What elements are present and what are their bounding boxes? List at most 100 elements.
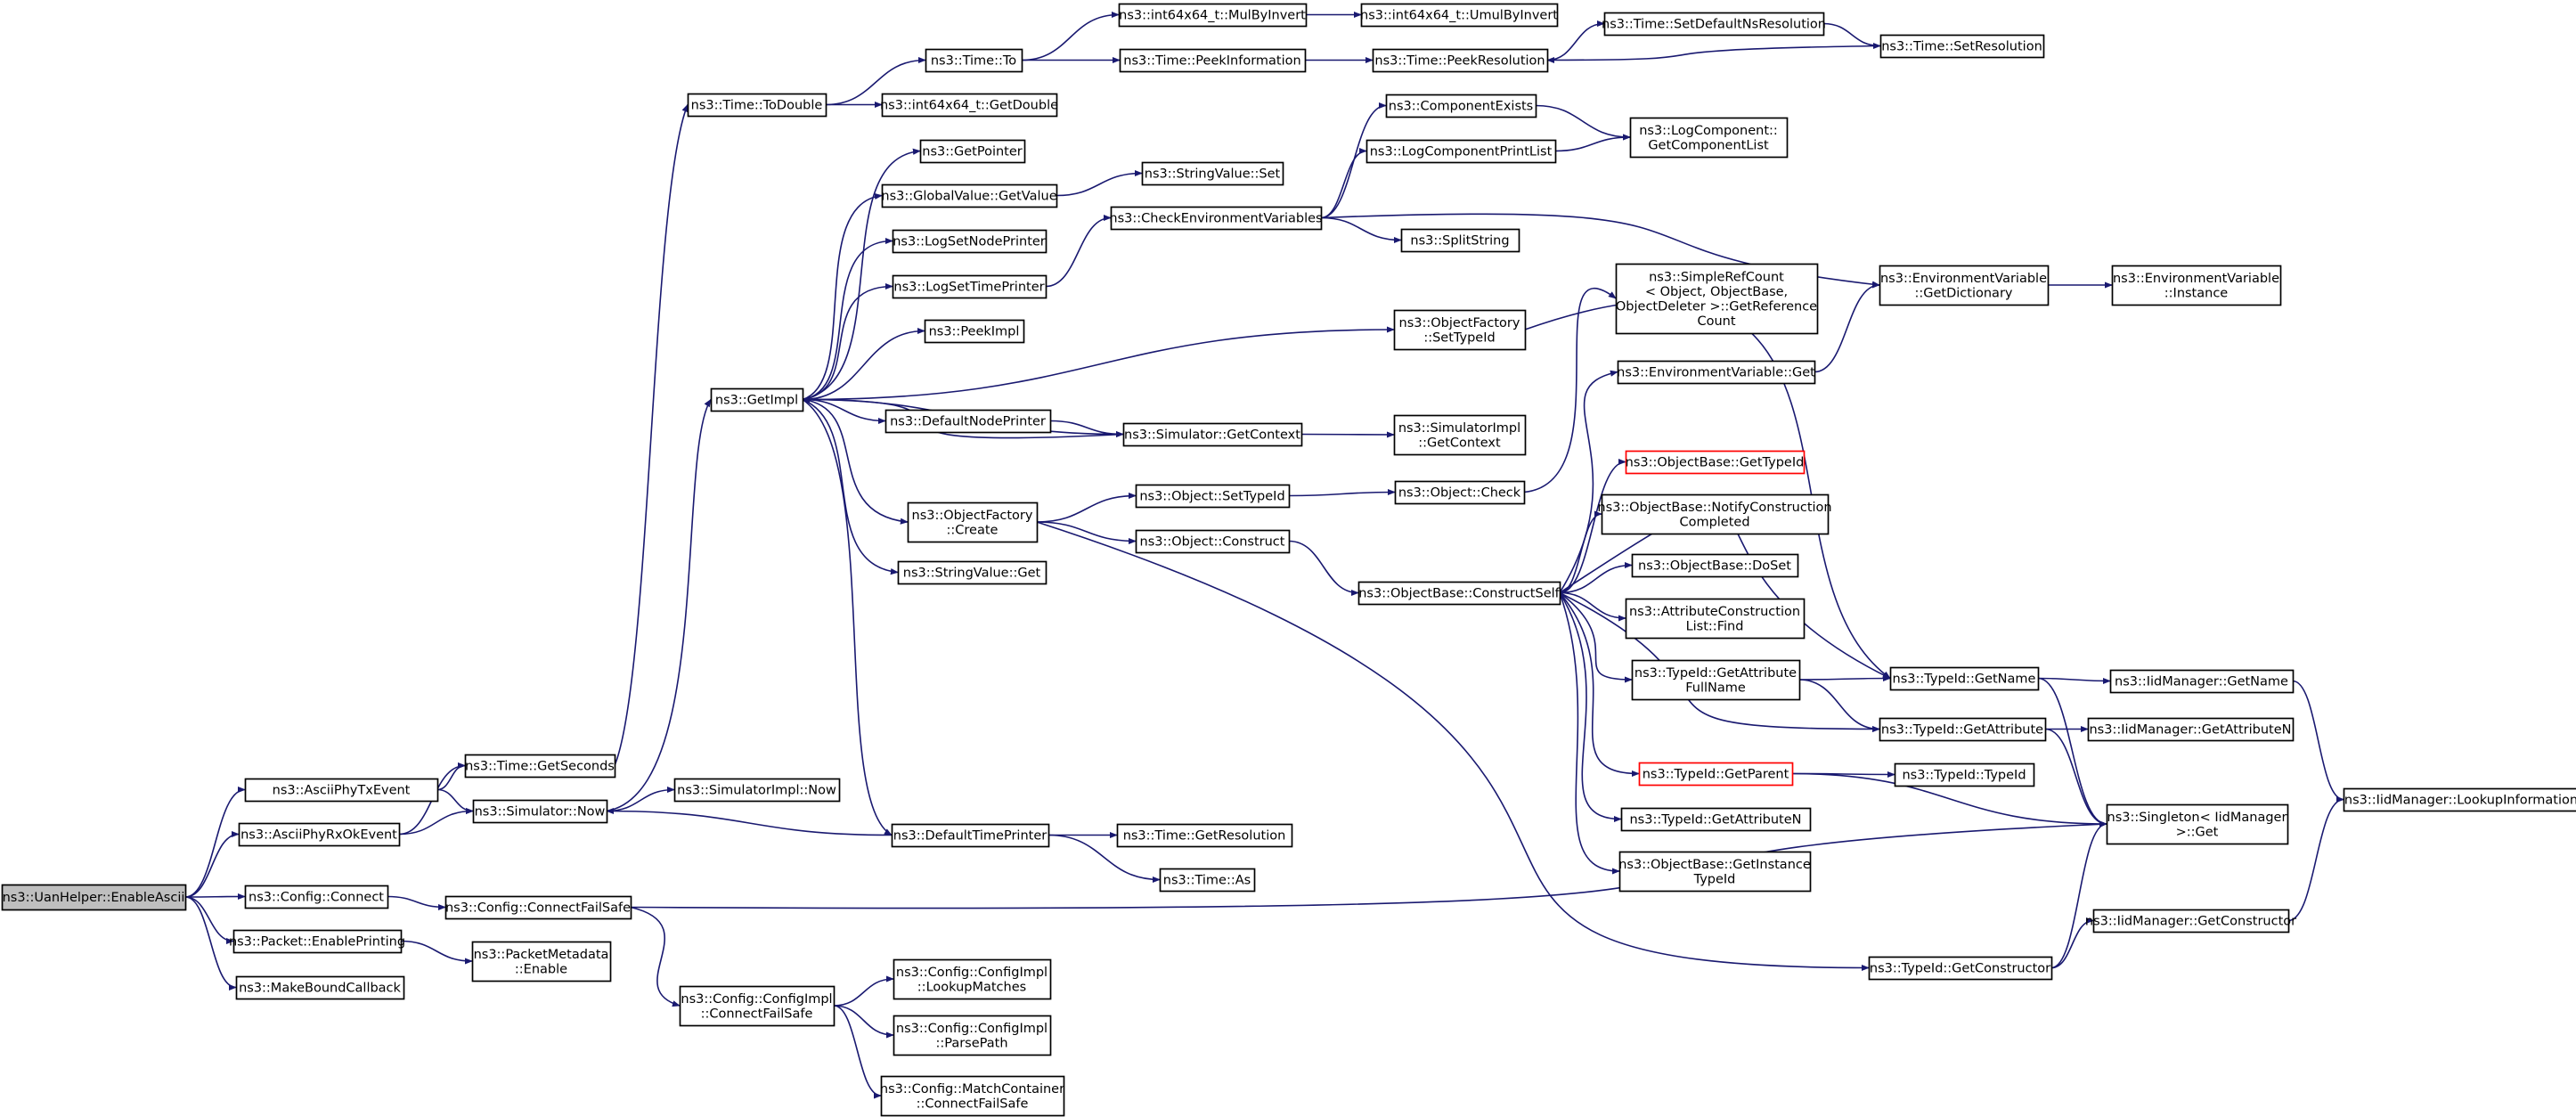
node-timegetres[interactable]: ns3::Time::GetResolution (1116, 823, 1293, 848)
node-txevent[interactable]: ns3::AsciiPhyTxEvent (244, 778, 439, 803)
node-simimplnow[interactable]: ns3::SimulatorImpl::Now (673, 778, 841, 803)
node-box (232, 929, 403, 954)
node-evgetdict[interactable]: ns3::EnvironmentVariable::GetDictionary (1879, 265, 2050, 306)
edge-iidgetname-to-iidlookup (2292, 680, 2344, 803)
node-mccfs[interactable]: ns3::Config::MatchContainer::ConnectFail… (880, 1075, 1065, 1117)
node-cfgconnect[interactable]: ns3::Config::Connect (244, 885, 389, 909)
node-objconstruct[interactable]: ns3::Object::Construct (1135, 529, 1291, 554)
node-label: ns3::ObjectBase::DoSet (1638, 559, 1791, 574)
node-obconstructself[interactable]: ns3::ObjectBase::ConstructSelf (1357, 581, 1561, 606)
node-getimpl[interactable]: ns3::GetImpl (710, 387, 804, 412)
edge-getimpl-to-gvgetvalue (802, 192, 883, 401)
node-box (244, 778, 439, 803)
node-pmenable[interactable]: ns3::PacketMetadata::Enable (471, 941, 612, 982)
node-obgettid[interactable]: ns3::ObjectBase::GetTypeId (1625, 450, 1806, 475)
node-cev[interactable]: ns3::CheckEnvironmentVariables (1109, 206, 1323, 231)
node-cfs[interactable]: ns3::Config::ConnectFailSafe (444, 895, 632, 920)
node-srcgrc[interactable]: ns3::SimpleRefCount< Object, ObjectBase,… (1615, 263, 1819, 335)
node-lcpl[interactable]: ns3::LogComponentPrintList (1365, 139, 1557, 164)
node-box (444, 895, 632, 920)
node-label: ns3::Simulator::GetContext (1124, 428, 1300, 443)
node-evinstance[interactable]: ns3::EnvironmentVariable::Instance (2111, 265, 2282, 306)
node-root[interactable]: ns3::UanHelper::EnableAscii (1, 884, 187, 911)
edge-ofcreate-to-tidgetctor (1036, 521, 1870, 972)
node-ofcreate[interactable]: ns3::ObjectFactory::Create (907, 501, 1039, 543)
node-tidgetparent[interactable]: ns3::TypeId::GetParent (1638, 762, 1794, 787)
node-gvgetvalue[interactable]: ns3::GlobalValue::GetValue (881, 183, 1058, 208)
node-lookupm[interactable]: ns3::Config::ConfigImpl::LookupMatches (893, 958, 1052, 1000)
node-tidgetname[interactable]: ns3::TypeId::GetName (1889, 666, 2040, 691)
node-splitstring[interactable]: ns3::SplitString (1400, 228, 1520, 253)
node-label: ns3::SimulatorImpl (1398, 421, 1520, 436)
edge-txevent-to-simnow (436, 788, 474, 815)
node-svset[interactable]: ns3::StringValue::Set (1141, 161, 1284, 186)
node-ofsettid[interactable]: ns3::ObjectFactory::SetTypeId (1393, 309, 1527, 351)
edge-compexists-to-lcgcl (1535, 104, 1631, 141)
node-obdoset[interactable]: ns3::ObjectBase::DoSet (1631, 553, 1799, 578)
node-tidtid[interactable]: ns3::TypeId::TypeId (1894, 762, 2035, 787)
node-singget[interactable]: ns3::Singleton< IidManager>::Get (2106, 803, 2289, 845)
node-iidgetname[interactable]: ns3::IidManager::GetName (2109, 669, 2295, 694)
node-getdouble[interactable]: ns3::int64x64_t::GetDouble (880, 93, 1058, 118)
node-svget[interactable]: ns3::StringValue::Get (897, 560, 1048, 585)
edge-obconstructself-to-obdoset (1559, 561, 1633, 594)
edge-obconstructself-to-aclfind (1559, 591, 1626, 622)
node-evget[interactable]: ns3::EnvironmentVariable::Get (1617, 360, 1816, 385)
node-getpointer[interactable]: ns3::GetPointer (919, 139, 1026, 164)
node-simimplctx[interactable]: ns3::SimulatorImpl::GetContext (1393, 414, 1527, 456)
edge-obconstructself-to-tidgafn (1559, 591, 1633, 683)
edge-getimpl-to-ofsettid (802, 326, 1395, 401)
node-simnow[interactable]: ns3::Simulator::Now (472, 799, 608, 824)
node-label: ::Instance (2164, 286, 2229, 300)
node-objcheck[interactable]: ns3::Object::Check (1394, 480, 1526, 505)
node-cicfs[interactable]: ns3::Config::ConfigImpl::ConnectFailSafe (679, 985, 836, 1027)
node-timeas[interactable]: ns3::Time::As (1159, 868, 1256, 893)
node-umulbyinv[interactable]: ns3::int64x64_t::UmulByInvert (1360, 3, 1559, 28)
node-todouble[interactable]: ns3::Time::ToDouble (687, 93, 827, 118)
edge-rxok-to-simnow (398, 807, 474, 836)
node-dnp[interactable]: ns3::DefaultNodePrinter (884, 409, 1052, 434)
node-iidgetctor[interactable]: ns3::IidManager::GetConstructor (2085, 909, 2296, 934)
node-dtp[interactable]: ns3::DefaultTimePrinter (891, 823, 1050, 848)
node-enprint[interactable]: ns3::Packet::EnablePrinting (229, 929, 405, 954)
node-obncc[interactable]: ns3::ObjectBase::NotifyConstructionCompl… (1597, 493, 1832, 535)
node-simgetctx[interactable]: ns3::Simulator::GetContext (1122, 422, 1303, 447)
node-label: ::ParsePath (935, 1036, 1007, 1050)
node-getsec[interactable]: ns3::Time::GetSeconds (464, 754, 616, 779)
node-parsepath[interactable]: ns3::Config::ConfigImpl::ParsePath (893, 1015, 1052, 1056)
node-setdefres[interactable]: ns3::Time::SetDefaultNsResolution (1602, 12, 1826, 37)
node-timesetres[interactable]: ns3::Time::SetResolution (1879, 34, 2045, 59)
edge-obconstructself-to-tidgetparent (1559, 591, 1640, 778)
node-label: ns3::TypeId::GetConstructor (1870, 962, 2050, 976)
node-mulbyinv[interactable]: ns3::int64x64_t::MulByInvert (1118, 3, 1308, 28)
node-compexists[interactable]: ns3::ComponentExists (1385, 94, 1537, 118)
node-label: ns3::ObjectBase::ConstructSelf (1358, 587, 1560, 601)
node-timeto[interactable]: ns3::Time::To (925, 48, 1023, 73)
node-tidgetctor[interactable]: ns3::TypeId::GetConstructor (1868, 956, 2053, 981)
node-mkcb[interactable]: ns3::MakeBoundCallback (235, 975, 405, 1000)
node-iidgetattrn[interactable]: ns3::IidManager::GetAttributeN (2087, 717, 2295, 742)
node-tidgetattr[interactable]: ns3::TypeId::GetAttribute (1879, 717, 2047, 742)
node-lstp[interactable]: ns3::LogSetTimePrinter (892, 274, 1048, 299)
node-label: ns3::Time::To (931, 54, 1016, 69)
edge-getimpl-to-peekimpl (802, 327, 925, 401)
node-objsettid[interactable]: ns3::Object::SetTypeId (1135, 484, 1291, 509)
node-lsnp[interactable]: ns3::LogSetNodePrinter (892, 229, 1048, 254)
node-lcgcl[interactable]: ns3::LogComponent::GetComponentList (1629, 117, 1789, 159)
node-label: ns3::ObjectFactory (1399, 316, 1520, 330)
node-box (1615, 263, 1819, 335)
node-iidlookup[interactable]: ns3::IidManager::LookupInformation (2343, 787, 2576, 812)
node-label: ns3::TypeId::TypeId (1902, 769, 2026, 783)
node-peekimpl[interactable]: ns3::PeekImpl (924, 319, 1025, 344)
node-peekinfo[interactable]: ns3::Time::PeekInformation (1119, 48, 1307, 73)
node-tidgan[interactable]: ns3::TypeId::GetAttributeN (1620, 807, 1812, 832)
node-rxok[interactable]: ns3::AsciiPhyRxOkEvent (238, 822, 401, 847)
node-box (2109, 669, 2295, 694)
node-box (1601, 493, 1830, 535)
node-box (1400, 228, 1520, 253)
node-label: ns3::Time::PeekResolution (1374, 54, 1545, 69)
node-peekres[interactable]: ns3::Time::PeekResolution (1372, 48, 1549, 73)
